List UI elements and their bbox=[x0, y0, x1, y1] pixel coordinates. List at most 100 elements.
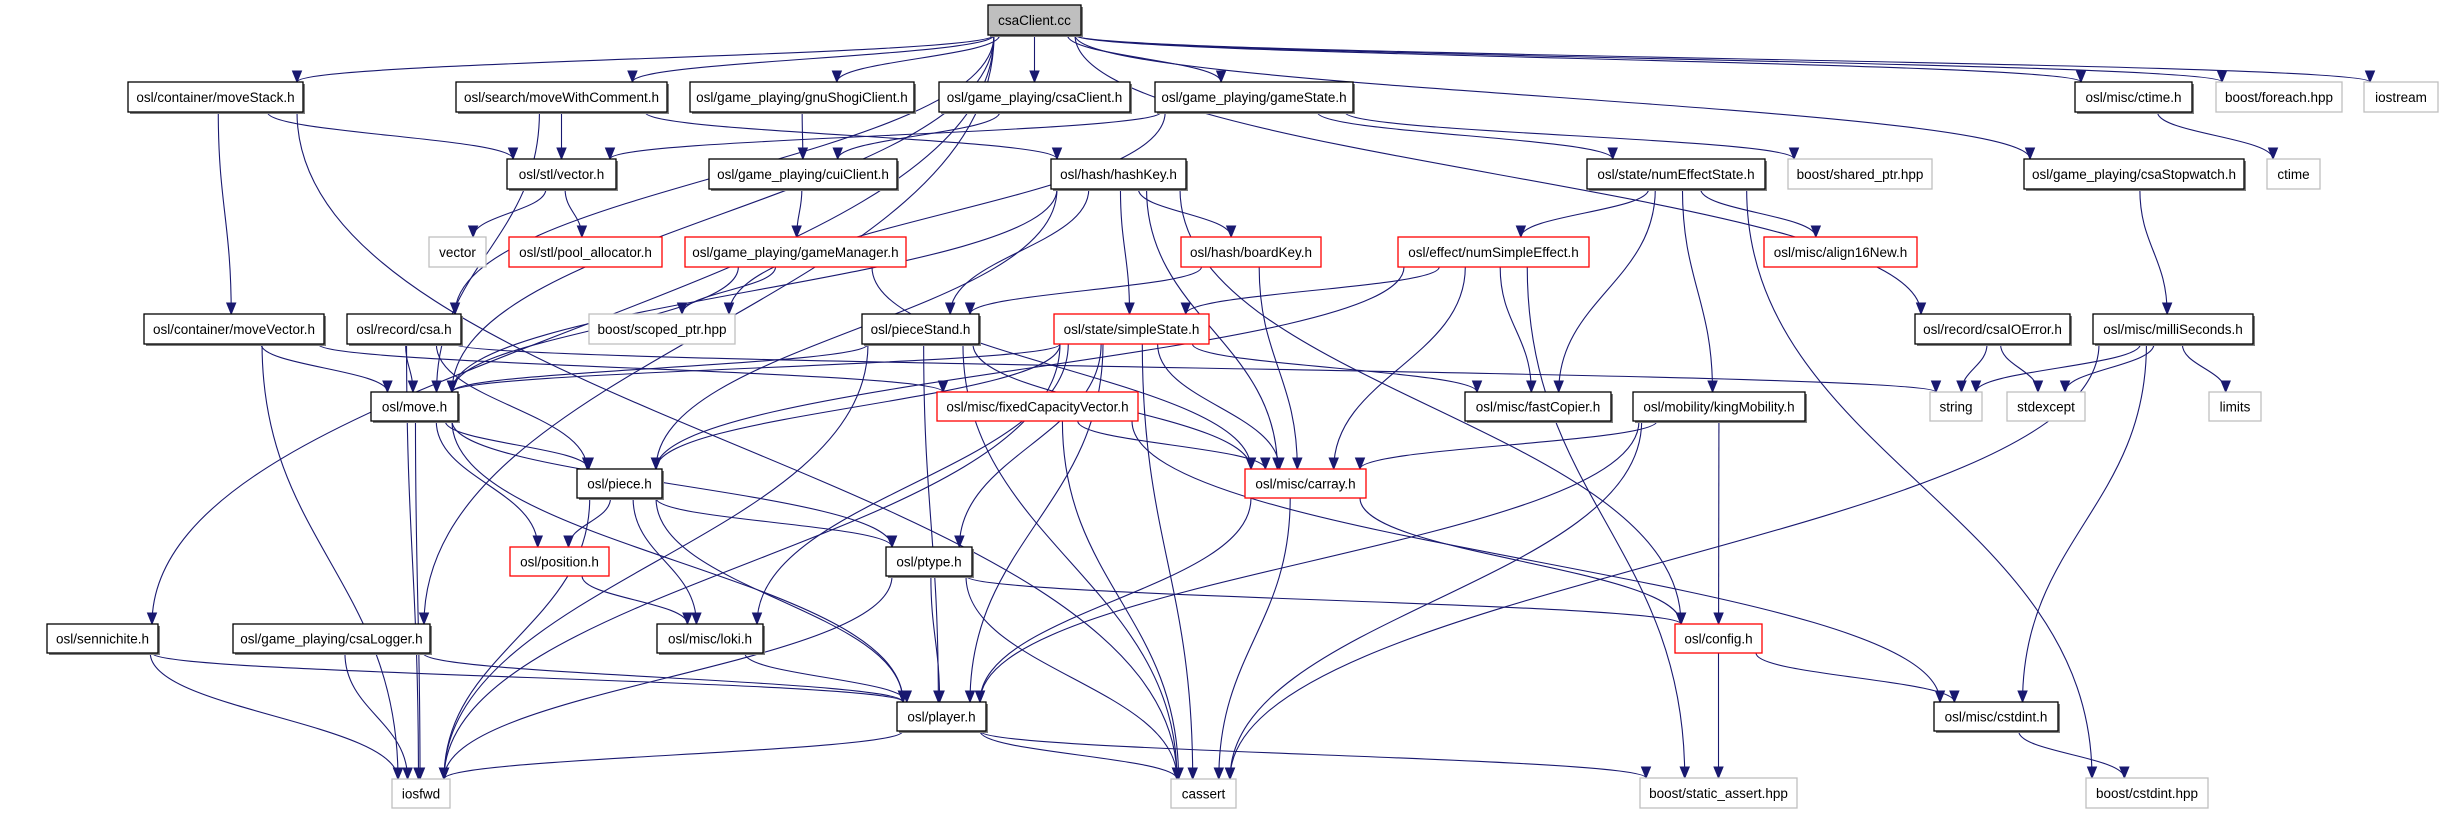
arrowhead-icon bbox=[964, 690, 976, 704]
node-box bbox=[1914, 313, 2071, 345]
dependency-edge bbox=[454, 343, 1942, 394]
node-label: stdexcept bbox=[2017, 400, 2075, 415]
node-label: osl/game_playing/csaLogger.h bbox=[240, 632, 422, 647]
graph-node-numeffectstate[interactable]: osl/state/numEffectState.h bbox=[1586, 158, 1767, 191]
node-box bbox=[232, 623, 431, 654]
graph-node-loki[interactable]: osl/misc/loki.h bbox=[656, 623, 765, 655]
graph-node-pool-allocator[interactable]: osl/stl/pool_allocator.h bbox=[508, 236, 663, 268]
dependency-edge bbox=[151, 652, 909, 704]
graph-node-stdexcept[interactable]: stdexcept bbox=[2006, 391, 2086, 422]
graph-node-fixedcapacityvector[interactable]: osl/misc/fixedCapacityVector.h bbox=[936, 391, 1139, 422]
arrowhead-icon bbox=[682, 612, 693, 626]
graph-node-ctime[interactable]: ctime bbox=[2266, 158, 2321, 190]
graph-node-foreach[interactable]: boost/foreach.hpp bbox=[2215, 81, 2343, 113]
dependency-edge bbox=[723, 111, 1166, 316]
graph-node-move-h[interactable]: osl/move.h bbox=[370, 391, 460, 423]
graph-node-csalogger[interactable]: osl/game_playing/csaLogger.h bbox=[232, 623, 432, 655]
dependency-edge bbox=[965, 575, 1183, 781]
graph-node-milliseconds[interactable]: osl/misc/milliSeconds.h bbox=[2092, 313, 2255, 346]
graph-node-cstdint-h[interactable]: osl/misc/cstdint.h bbox=[1933, 701, 2060, 733]
arrowhead-icon bbox=[650, 457, 662, 471]
dependency-edge bbox=[1131, 420, 1946, 704]
node-label: osl/stl/pool_allocator.h bbox=[519, 245, 652, 260]
node-label: boost/foreach.hpp bbox=[2225, 90, 2333, 105]
dependency-edge bbox=[1066, 34, 1227, 84]
graph-node-scoped-ptr[interactable]: boost/scoped_ptr.hpp bbox=[588, 313, 736, 345]
graph-node-limits[interactable]: limits bbox=[2208, 391, 2262, 422]
arrowhead-icon bbox=[1949, 690, 1960, 704]
arrowhead-icon bbox=[1245, 457, 1257, 471]
graph-node-piece-h[interactable]: osl/piece.h bbox=[576, 468, 664, 500]
graph-node-numsimpleeffect[interactable]: osl/effect/numSimpleEffect.h bbox=[1397, 236, 1590, 268]
graph-node-csastopwatch[interactable]: osl/game_playing/csaStopwatch.h bbox=[2023, 158, 2246, 191]
graph-node-boost-cstdint[interactable]: boost/cstdint.hpp bbox=[2085, 777, 2209, 809]
node-box bbox=[1180, 236, 1322, 268]
node-box bbox=[506, 158, 617, 190]
node-box bbox=[1464, 391, 1612, 422]
graph-node-movestack[interactable]: osl/container/moveStack.h bbox=[127, 81, 305, 114]
arrowhead-icon bbox=[1354, 457, 1366, 471]
node-box bbox=[708, 158, 898, 190]
dependency-edge bbox=[2018, 730, 2130, 780]
graph-node-piecestand[interactable]: osl/pieceStand.h bbox=[861, 313, 981, 346]
graph-node-string[interactable]: string bbox=[1929, 391, 1983, 422]
arrowhead-icon bbox=[1934, 690, 1946, 704]
graph-node-simplestate[interactable]: osl/state/simpleState.h bbox=[1053, 313, 1210, 345]
node-label: osl/game_playing/gameState.h bbox=[1161, 90, 1346, 105]
dependency-edge bbox=[1328, 266, 1466, 471]
node-box bbox=[1586, 158, 1766, 190]
graph-node-iostream[interactable]: iostream bbox=[2363, 81, 2439, 113]
graph-node-cassert[interactable]: cassert bbox=[1170, 778, 1237, 809]
graph-node-iosfwd[interactable]: iosfwd bbox=[391, 778, 451, 809]
arrowhead-icon bbox=[392, 767, 404, 781]
graph-node-static-assert[interactable]: boost/static_assert.hpp bbox=[1639, 777, 1798, 809]
graph-node-ctime-h[interactable]: osl/misc/ctime.h bbox=[2074, 81, 2194, 114]
graph-node-boardkey[interactable]: osl/hash/boardKey.h bbox=[1180, 236, 1322, 268]
dependency-edge bbox=[1157, 343, 1285, 471]
graph-node-ptype-h[interactable]: osl/ptype.h bbox=[885, 546, 974, 578]
arrowhead-icon bbox=[438, 767, 450, 781]
graph-node-vector-h[interactable]: osl/stl/vector.h bbox=[506, 158, 618, 191]
dependency-edge bbox=[1354, 420, 1658, 471]
dependency-edge bbox=[266, 111, 519, 161]
graph-node-shared-ptr[interactable]: boost/shared_ptr.hpp bbox=[1787, 158, 1933, 190]
graph-node-align16new[interactable]: osl/misc/align16New.h bbox=[1763, 236, 1918, 268]
node-box bbox=[1763, 236, 1918, 268]
graph-node-sennichite[interactable]: osl/sennichite.h bbox=[46, 623, 160, 655]
node-label: osl/hash/boardKey.h bbox=[1190, 245, 1312, 260]
node-box bbox=[861, 313, 980, 345]
arrowhead-icon bbox=[407, 380, 419, 394]
node-box bbox=[2023, 158, 2245, 190]
dependency-edge bbox=[1137, 188, 1237, 239]
graph-node-vector[interactable]: vector bbox=[428, 236, 487, 268]
graph-node-movewithcomment[interactable]: osl/search/moveWithComment.h bbox=[455, 81, 669, 114]
arrowhead-icon bbox=[2059, 380, 2071, 394]
arrowhead-icon bbox=[1553, 380, 1564, 394]
arrowhead-icon bbox=[2017, 690, 2028, 704]
node-box bbox=[936, 391, 1139, 422]
node-label: osl/effect/numSimpleEffect.h bbox=[1408, 245, 1579, 260]
graph-node-player-h[interactable]: osl/player.h bbox=[896, 701, 988, 733]
graph-node-gamestate[interactable]: osl/game_playing/gameState.h bbox=[1154, 81, 1355, 114]
arrowhead-icon bbox=[1274, 457, 1285, 471]
node-label: osl/misc/loki.h bbox=[668, 632, 752, 647]
graph-node-movevector[interactable]: osl/container/moveVector.h bbox=[143, 313, 326, 346]
graph-node-config-h[interactable]: osl/config.h bbox=[1674, 623, 1763, 654]
arrowhead-icon bbox=[532, 535, 543, 549]
graph-node-hashkey[interactable]: osl/hash/hashKey.h bbox=[1050, 158, 1188, 191]
graph-node-position-h[interactable]: osl/position.h bbox=[509, 546, 610, 577]
dependency-edge bbox=[1074, 34, 2376, 84]
node-label: osl/record/csaIOError.h bbox=[1923, 322, 2062, 337]
graph-node-gnushogiclient[interactable]: osl/game_playing/gnuShogiClient.h bbox=[689, 81, 916, 114]
graph-node-csa-h[interactable]: osl/record/csa.h bbox=[346, 313, 463, 346]
graph-node-csaioerror[interactable]: osl/record/csaIOError.h bbox=[1914, 313, 2072, 346]
graph-node-csaclient-h[interactable]: osl/game_playing/csaClient.h bbox=[938, 81, 1132, 114]
graph-node-fastcopier[interactable]: osl/misc/fastCopier.h bbox=[1464, 391, 1613, 423]
graph-node-kingmobility[interactable]: osl/mobility/kingMobility.h bbox=[1632, 391, 1807, 423]
graph-node-carray[interactable]: osl/misc/carray.h bbox=[1244, 468, 1367, 499]
dependency-edge bbox=[291, 34, 995, 84]
graph-node-gamemanager[interactable]: osl/game_playing/gameManager.h bbox=[684, 236, 907, 268]
graph-node-csaclient-cc[interactable]: csaClient.cc bbox=[987, 4, 1083, 37]
dependency-edge bbox=[405, 343, 419, 394]
graph-node-cuiclient[interactable]: osl/game_playing/cuiClient.h bbox=[708, 158, 899, 191]
